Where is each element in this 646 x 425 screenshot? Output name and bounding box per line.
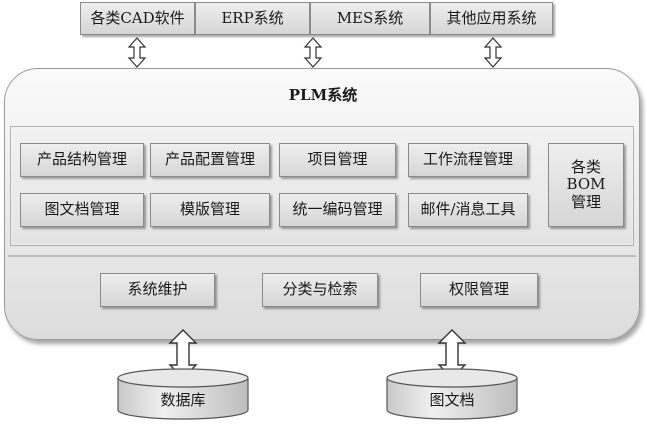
- service-system-maintenance: 系统维护: [100, 273, 215, 307]
- module-label: 统一编码管理: [292, 200, 383, 219]
- bom-label-line1: 各类: [570, 158, 601, 177]
- module-project: 项目管理: [279, 143, 396, 177]
- module-label: 产品配置管理: [164, 150, 255, 169]
- external-system-mes: MES系统: [310, 2, 430, 35]
- module-unified-coding: 统一编码管理: [279, 193, 396, 227]
- bom-label-line2: BOM: [566, 175, 606, 194]
- bom-label-line3: 管理: [570, 192, 601, 211]
- plm-title: PLM系统: [288, 86, 358, 104]
- module-bom: 各类 BOM 管理: [548, 143, 624, 227]
- module-document: 图文档管理: [20, 193, 144, 227]
- external-system-label: 各类CAD软件: [90, 8, 185, 27]
- external-system-label: MES系统: [336, 8, 404, 27]
- service-label: 分类与检索: [282, 280, 358, 299]
- module-label: 图文档管理: [44, 200, 120, 219]
- external-system-label: ERP系统: [221, 8, 284, 27]
- module-mail-message: 邮件/消息工具: [408, 193, 528, 227]
- service-classify-search: 分类与检索: [262, 273, 378, 307]
- module-label: 产品结构管理: [36, 150, 127, 169]
- storage-documents-label: 图文档: [429, 391, 475, 409]
- module-label: 项目管理: [307, 150, 368, 169]
- module-template: 模版管理: [150, 193, 270, 227]
- double-arrow-cad: [127, 37, 147, 68]
- external-system-erp: ERP系统: [195, 2, 310, 35]
- documents-cylinder-icon: [386, 368, 518, 420]
- module-label: 模版管理: [179, 200, 240, 219]
- module-label: 工作流程管理: [422, 150, 513, 169]
- double-arrow-other: [483, 37, 503, 68]
- module-workflow: 工作流程管理: [408, 143, 528, 177]
- double-arrow-erp-mes: [303, 37, 323, 68]
- service-label: 系统维护: [127, 280, 188, 299]
- database-cylinder-icon: [117, 368, 249, 420]
- external-system-cad: 各类CAD软件: [80, 2, 195, 35]
- service-label: 权限管理: [448, 280, 509, 299]
- external-system-other: 其他应用系统: [430, 2, 553, 35]
- plm-divider: [8, 255, 636, 257]
- module-product-structure: 产品结构管理: [20, 143, 144, 177]
- external-system-label: 其他应用系统: [446, 8, 537, 27]
- service-permission: 权限管理: [420, 273, 538, 307]
- module-label: 邮件/消息工具: [420, 200, 516, 219]
- module-product-config: 产品配置管理: [150, 143, 270, 177]
- storage-database-label: 数据库: [160, 391, 206, 409]
